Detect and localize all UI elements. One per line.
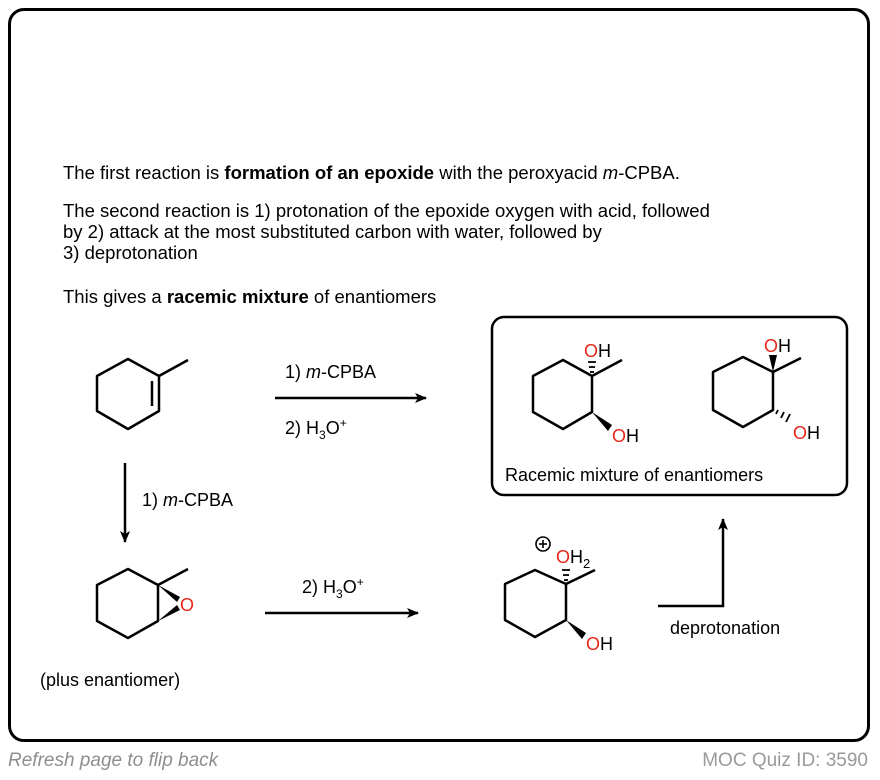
wedge-bond — [158, 585, 180, 602]
text-line: 3) deprotonation — [63, 242, 198, 263]
plus-enantiomer-note: (plus enantiomer) — [40, 670, 180, 690]
emphasis: formation of an epoxide — [224, 162, 435, 183]
explanation-paragraph-2: The second reaction is 1) protonation of… — [63, 200, 853, 263]
hashed-bond — [588, 361, 596, 373]
hydroxyl-top: OH — [764, 336, 791, 356]
reagent-step-1: 1) m-CPBA — [285, 362, 376, 382]
quiz-id: MOC Quiz ID: 3590 — [702, 750, 868, 771]
wedge-bond — [158, 605, 180, 621]
ring — [95, 357, 161, 431]
top-reaction-arrow: 1) m-CPBA 2) H3O+ — [275, 362, 427, 442]
ring — [531, 358, 594, 431]
text: of enantiomers — [308, 286, 437, 307]
text: This gives a — [63, 286, 167, 307]
ring — [95, 567, 160, 640]
deprotonation-arrow: deprotonation — [658, 518, 780, 638]
methylcyclohexene-molecule — [95, 357, 189, 431]
methyl-bond — [772, 356, 802, 374]
hydroxyl-bottom: OH — [586, 634, 613, 654]
reagent-step-2: 2) H3O+ — [285, 416, 347, 442]
methyl-bond — [158, 358, 189, 378]
oxonium-intermediate: OH2 OH — [503, 536, 613, 654]
deprotonation-label: deprotonation — [670, 618, 780, 638]
arrow-line — [658, 518, 728, 608]
explanation-paragraph-1: The first reaction is formation of an ep… — [63, 162, 680, 183]
text: with the peroxyacid — [434, 162, 603, 183]
methyl-bond — [157, 567, 189, 587]
hashed-bond — [562, 569, 570, 581]
flashcard-back — [8, 8, 870, 742]
refresh-hint: Refresh page to flip back — [8, 750, 219, 771]
text: The first reaction is — [63, 162, 225, 183]
methyl-bond — [565, 568, 596, 586]
reagent-step-2: 2) H3O+ — [302, 575, 364, 601]
text: -CPBA. — [618, 162, 680, 183]
product-box — [490, 315, 849, 497]
hydroxyl-bottom: OH — [612, 426, 639, 446]
methyl-bond — [591, 358, 623, 378]
emphasis: racemic mixture — [166, 286, 309, 307]
hashed-bond — [775, 409, 791, 423]
epoxide-oxygen: O — [180, 595, 194, 615]
text-line: The second reaction is 1) protonation of… — [63, 200, 710, 221]
oxonium-group: OH2 — [556, 547, 590, 571]
ring — [711, 355, 775, 429]
hydroxyl-bottom: OH — [793, 423, 820, 443]
diol-enantiomer-2: OH OH — [711, 336, 820, 443]
wedge-bond — [566, 620, 586, 639]
italic-text: m — [602, 162, 619, 183]
reagent-step-1: 1) m-CPBA — [142, 490, 233, 510]
positive-charge-icon — [535, 536, 551, 552]
explanation-paragraph-3: This gives a racemic mixture of enantiom… — [63, 286, 436, 307]
wedge-bond — [769, 355, 777, 372]
hydroxyl-top: OH — [584, 341, 611, 361]
middle-reaction-arrow: 2) H3O+ — [265, 575, 419, 618]
diol-enantiomer-1: OH OH — [531, 341, 639, 446]
text-line: by 2) attack at the most substituted car… — [63, 221, 602, 242]
ring — [503, 568, 568, 639]
down-reaction-arrow: 1) m-CPBA — [120, 463, 233, 543]
wedge-bond — [592, 412, 612, 431]
product-box-label: Racemic mixture of enantiomers — [505, 465, 763, 485]
epoxide-molecule: O — [95, 567, 194, 640]
